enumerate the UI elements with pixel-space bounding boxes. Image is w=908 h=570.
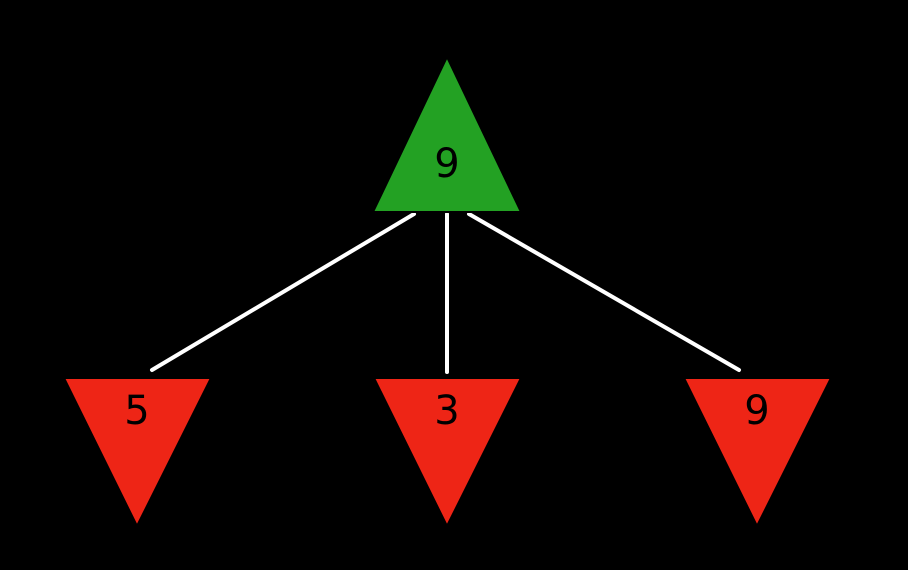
min-node-2-value: 3 — [434, 388, 459, 434]
max-node-triangle — [372, 56, 522, 213]
min-node-1-value: 5 — [124, 388, 149, 434]
min-node-3-value: 9 — [744, 388, 769, 434]
max-node-value: 9 — [434, 141, 459, 187]
min-node-1-triangle — [63, 377, 212, 527]
edge-root-to-child-3 — [467, 212, 741, 372]
min-node-2-triangle — [373, 377, 522, 527]
edge-root-to-child-1 — [150, 212, 416, 372]
min-node-3-triangle — [683, 377, 832, 527]
